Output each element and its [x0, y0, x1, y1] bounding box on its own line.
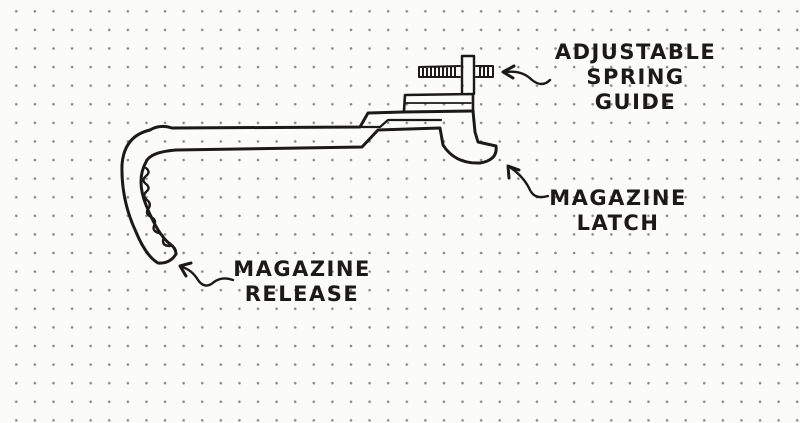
adjust-screw-left [418, 65, 461, 78]
latch-arrow [509, 166, 550, 199]
spring-guide-arrowhead [501, 64, 516, 80]
adjustable-spring-guide-label: ADJUSTABLE SPRING GUIDE [548, 40, 723, 115]
spring-guide-block [402, 92, 475, 113]
adjust-screw-right [475, 65, 494, 78]
label-line: LATCH [576, 211, 660, 235]
release-grip-serrations [142, 166, 172, 248]
release-arm-outer [120, 128, 178, 265]
release-arrow [180, 265, 235, 287]
spring-guide-arrow [504, 70, 552, 86]
spring-guide-rod [460, 54, 476, 96]
label-line: ADJUSTABLE [554, 40, 717, 64]
label-line: RELEASE [244, 282, 360, 306]
label-line: MAGAZINE [233, 257, 371, 281]
release-arrowhead [178, 261, 193, 278]
lever-top-edge [148, 109, 475, 132]
magazine-latch-label: MAGAZINE LATCH [548, 186, 688, 236]
lever-step-line [360, 118, 443, 129]
magazine-release-label: MAGAZINE RELEASE [232, 257, 372, 307]
release-arm-inner [139, 148, 178, 256]
latch-arrowhead [506, 164, 521, 180]
label-line: MAGAZINE [549, 186, 687, 210]
label-line: SPRING [586, 65, 685, 89]
latch-hook [174, 109, 498, 165]
label-line: GUIDE [594, 90, 677, 114]
